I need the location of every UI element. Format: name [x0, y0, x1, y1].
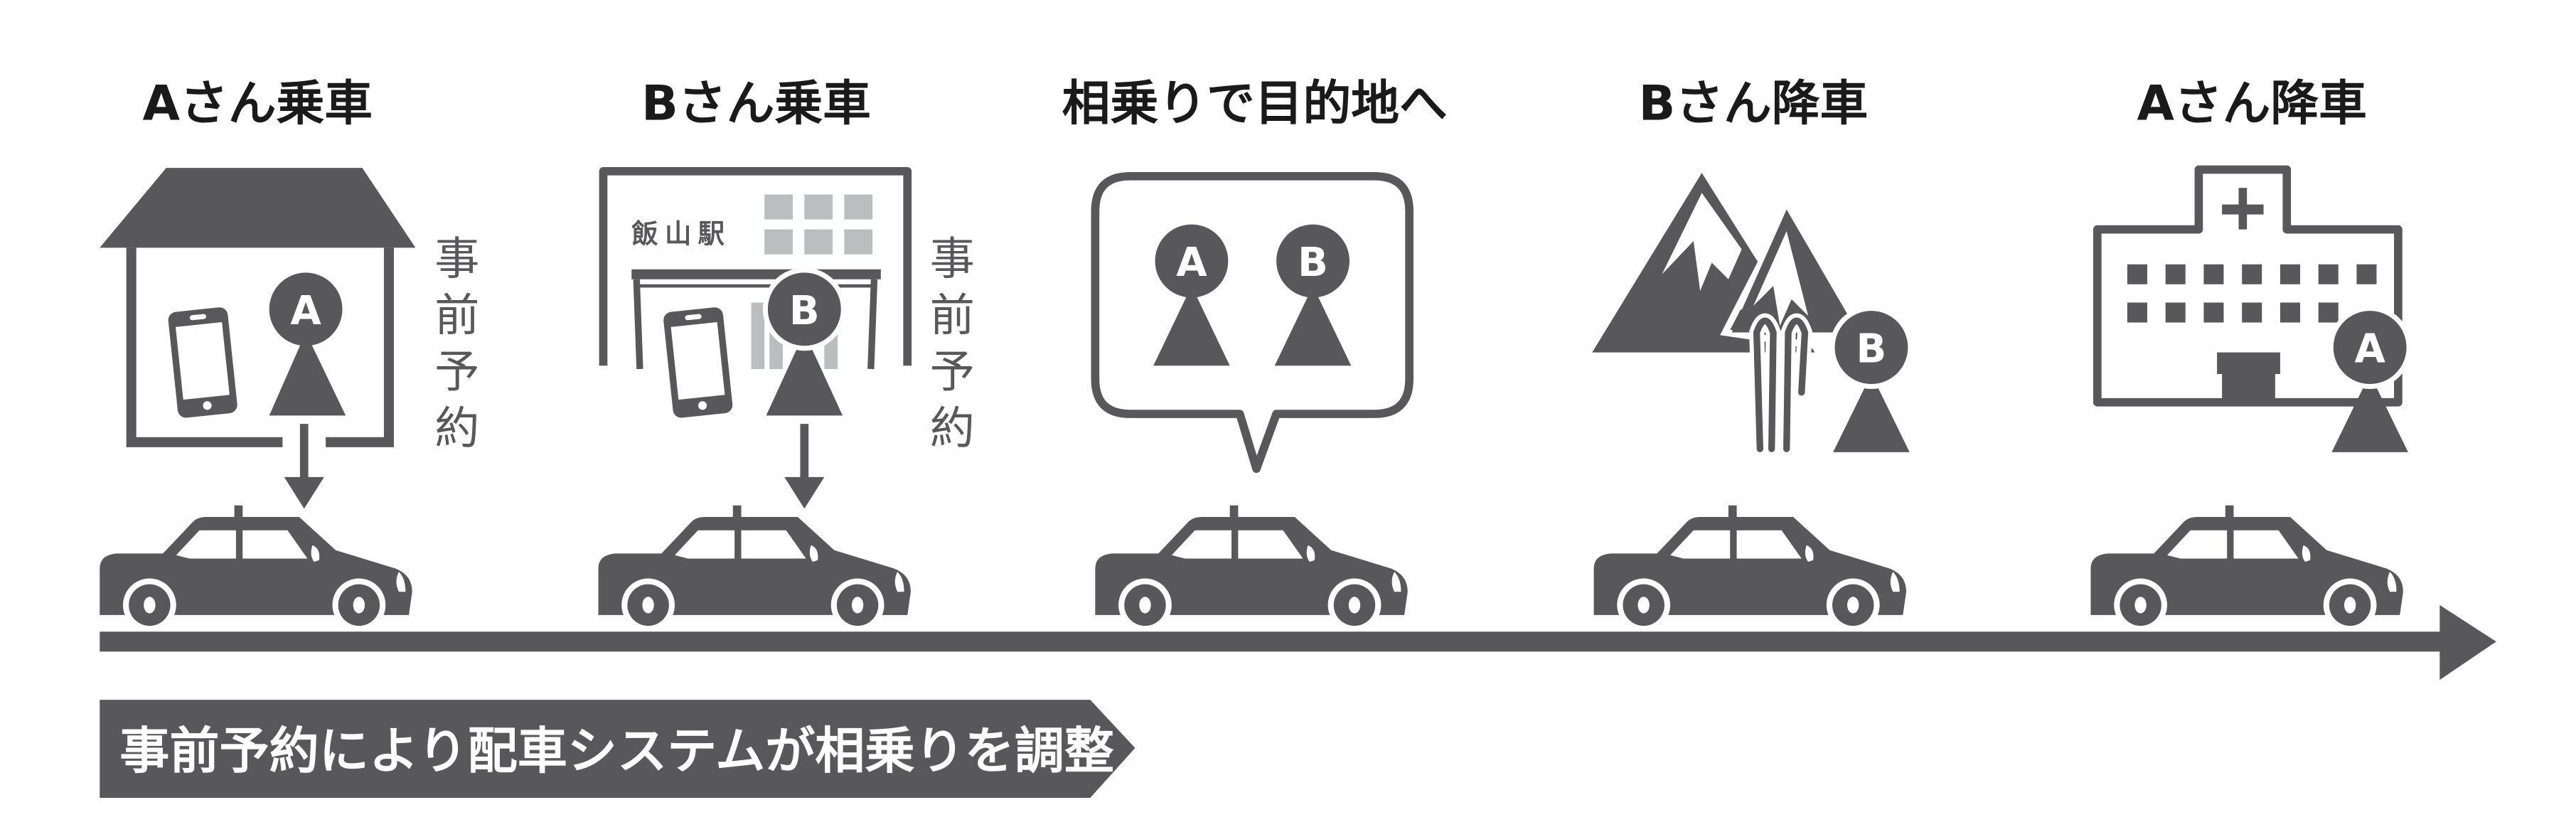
stage-title-a-board: Aさん乗車	[143, 75, 373, 131]
svg-text:約: 約	[930, 402, 975, 454]
hospital-icon	[2093, 165, 2403, 407]
taxi-icon	[598, 506, 910, 632]
pin-label: A	[290, 288, 321, 334]
svg-text:事: 事	[930, 233, 975, 285]
pin-label: A	[1176, 240, 1207, 286]
smartphone-icon	[663, 306, 733, 419]
mountains-icon	[1592, 173, 1866, 457]
reservation-label-1: 事 前 予 約	[434, 233, 479, 454]
person-pin-a: A	[269, 272, 346, 416]
person-pin-b: B	[1829, 306, 1913, 452]
person-pin-a: A	[1153, 224, 1230, 366]
summary-banner-text: 事前予約により配車システムが相乗りを調整	[119, 722, 1114, 780]
stage-title-rideshare: 相乗りで目的地へ	[1062, 75, 1448, 131]
reservation-label-2: 事 前 予 約	[930, 233, 975, 454]
arrow-down-icon	[284, 424, 324, 509]
timeline-arrow	[100, 604, 2496, 681]
svg-text:約: 約	[434, 402, 479, 454]
svg-text:予: 予	[434, 346, 479, 398]
svg-text:前: 前	[434, 289, 479, 341]
station-name: 飯山駅	[631, 218, 731, 249]
pin-label: B	[1856, 326, 1887, 373]
taxi-icon	[1594, 506, 1906, 632]
pin-label: B	[789, 288, 820, 334]
arrow-down-icon	[784, 424, 825, 509]
speech-bubble-icon	[1091, 171, 1413, 474]
taxi-icon	[2090, 506, 2403, 632]
house-icon	[100, 168, 416, 447]
pin-label: B	[1298, 240, 1328, 286]
svg-text:前: 前	[930, 289, 975, 341]
station-icon: 飯山駅	[599, 166, 912, 370]
stage-title-b-board: Bさん乗車	[641, 75, 871, 131]
taxi-icon	[1095, 506, 1407, 632]
taxi-icon	[100, 506, 412, 632]
stage-title-b-alight: Bさん降車	[1639, 75, 1869, 131]
smartphone-icon	[168, 306, 238, 419]
svg-text:事: 事	[434, 233, 479, 285]
summary-banner: 事前予約により配車システムが相乗りを調整	[100, 700, 1135, 799]
stage-title-a-alight: Aさん降車	[2137, 75, 2367, 131]
person-pin-a: A	[2328, 306, 2412, 452]
svg-text:予: 予	[930, 346, 975, 398]
pin-label: A	[2354, 326, 2385, 373]
person-pin-b: B	[762, 267, 846, 416]
person-pin-b: B	[1274, 224, 1352, 366]
